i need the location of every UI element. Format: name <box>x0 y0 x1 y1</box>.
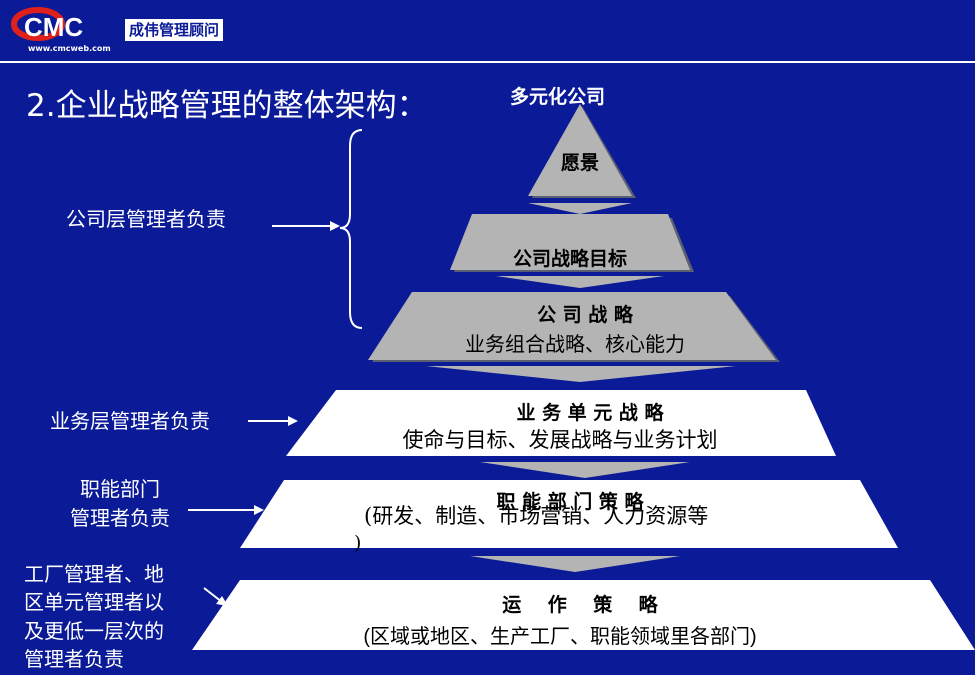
arrow-corporate-head <box>330 221 340 231</box>
level-3-shape <box>368 292 776 360</box>
level-5-subtitle-tail: ) <box>354 532 362 554</box>
page-title: 2.企业战略管理的整体架构： <box>26 88 428 124</box>
corporate-brace <box>339 129 363 329</box>
level-2-shape <box>450 214 690 270</box>
label-operations-line1: 工厂管理者、地 <box>24 562 164 586</box>
arrow-operations-line <box>203 587 223 603</box>
level-5-shape <box>240 480 898 548</box>
header-divider <box>0 61 975 63</box>
level-4-subtitle: 使命与目标、发展战略与业务计划 <box>402 428 718 452</box>
arrow-business-head <box>288 416 298 426</box>
label-functional-line2: 管理者负责 <box>70 506 170 530</box>
label-corporate-responsibility: 公司层管理者负责 <box>66 207 226 231</box>
logo-company-name: 成伟管理顾问 <box>124 18 225 42</box>
level-1-title: 愿景 <box>560 152 599 174</box>
label-operations-line3: 及更低一层次的 <box>24 619 164 643</box>
connector-3 <box>426 366 736 382</box>
pyramid-apex-label: 多元化公司 <box>510 86 606 108</box>
cmc-logo: CMC <box>11 7 83 42</box>
connector-5 <box>470 556 680 572</box>
level-6-title: 运 作 策 略 <box>502 594 658 616</box>
arrow-operations-head <box>216 596 228 606</box>
label-business-responsibility: 业务层管理者负责 <box>50 409 210 433</box>
connector-2 <box>496 276 664 288</box>
logo-url: www.cmcweb.com <box>28 44 111 53</box>
level-6-shape <box>192 580 975 650</box>
level-1-shape <box>528 104 632 196</box>
label-operations-line4: 管理者负责 <box>24 647 124 671</box>
level-5-subtitle: (研发、制造、市场营销、人力资源等 <box>364 504 709 528</box>
level-3-subtitle: 业务组合战略、核心能力 <box>465 332 685 356</box>
label-operations-line2: 区单元管理者以 <box>24 590 164 614</box>
level-3-title: 公 司 战 略 <box>537 304 633 326</box>
connector-1 <box>528 203 632 214</box>
connector-4 <box>480 462 690 478</box>
label-functional-line1: 职能部门 <box>80 477 160 501</box>
arrow-functional-head <box>254 505 264 515</box>
cmc-logo-letters: CMC <box>24 12 83 42</box>
level-2-title: 公司战略目标 <box>512 248 627 270</box>
level-4-shape <box>286 390 836 456</box>
level-4-title: 业 务 单 元 战 略 <box>516 402 664 424</box>
level-5-title: 职 能 部 门 策 略 <box>496 491 644 513</box>
level-6-subtitle: (区域或地区、生产工厂、职能领域里各部门) <box>363 626 757 648</box>
